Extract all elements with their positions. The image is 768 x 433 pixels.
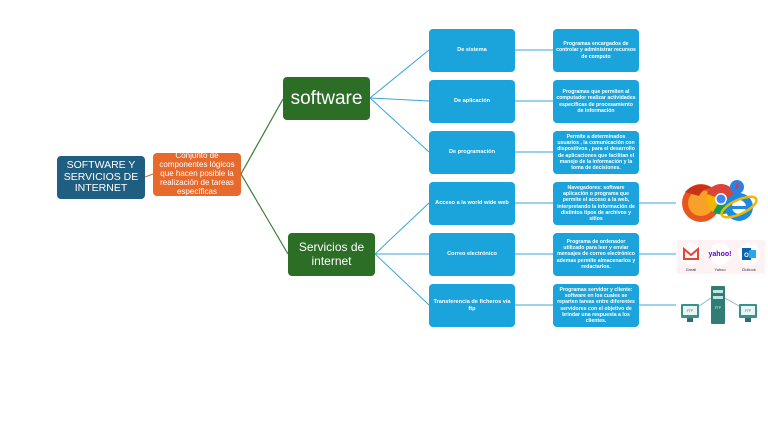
connector-definition-servicios [240, 173, 289, 255]
sub-node-de-programacion: De programación [429, 131, 515, 174]
connector-software-sub2 [369, 97, 430, 102]
ftp-server-icon: FTP [711, 286, 725, 324]
root-node: SOFTWARE Y SERVICIOS DE INTERNET [57, 156, 145, 199]
yahoo-icon: yahoo! [709, 243, 732, 265]
sub-node-transferencia-ftp: Transferencia de ficheros vía ftp [429, 284, 515, 327]
svg-text:yahoo!: yahoo! [709, 251, 732, 258]
gmail-label: Gmail [686, 267, 697, 272]
description-de-programacion: Permite a determinados usuarios , la com… [553, 131, 639, 174]
email-logos-image: Gmail yahoo! Yahoo O Outlook [677, 240, 765, 274]
browser-logos-image [682, 180, 758, 222]
connector-servicios-sub4 [374, 202, 430, 255]
description-transferencia-ftp: Programas servidor y cliente: software e… [553, 284, 639, 327]
svg-text:FTP: FTP [715, 306, 721, 310]
ftp-client-right-icon: FTP [739, 304, 757, 322]
gmail-icon [680, 243, 702, 265]
ftp-diagram-image: FTP FTP FTP [681, 286, 757, 324]
outlook-icon: O [738, 243, 760, 265]
yahoo-label: Yahoo [714, 267, 726, 272]
outlook-label: Outlook [742, 267, 756, 272]
servicios-node: Servicios de internet [288, 233, 375, 276]
description-correo-electronico: Programa de ordenador utilizado para lee… [553, 233, 639, 276]
description-world-wide-web: Navegadores: software aplicación o progr… [553, 182, 639, 225]
connector-definition-software [240, 98, 284, 175]
software-node: software [283, 77, 370, 120]
sub-node-world-wide-web: Acceso a la world wide web [429, 182, 515, 225]
definition-node: Conjunto de componentes lógicos que hace… [153, 151, 241, 196]
svg-text:O: O [744, 253, 749, 259]
svg-text:FTP: FTP [745, 309, 751, 313]
svg-text:FTP: FTP [687, 309, 693, 313]
connector-root-definition [144, 173, 154, 178]
connector-software-sub1 [369, 49, 430, 99]
internet-explorer-icon [720, 193, 758, 221]
ftp-client-left-icon: FTP [681, 304, 699, 322]
sub-node-de-sistema: De sistema [429, 29, 515, 72]
safari-icon [730, 180, 744, 194]
description-de-aplicacion: Programas que permiten al computador rea… [553, 80, 639, 123]
connector-servicios-sub6 [374, 253, 430, 306]
sub-node-de-aplicacion: De aplicación [429, 80, 515, 123]
description-de-sistema: Programas encargados de controlar y admi… [553, 29, 639, 72]
sub-node-correo-electronico: Correo electrónico [429, 233, 515, 276]
connector-software-sub3 [369, 97, 430, 153]
